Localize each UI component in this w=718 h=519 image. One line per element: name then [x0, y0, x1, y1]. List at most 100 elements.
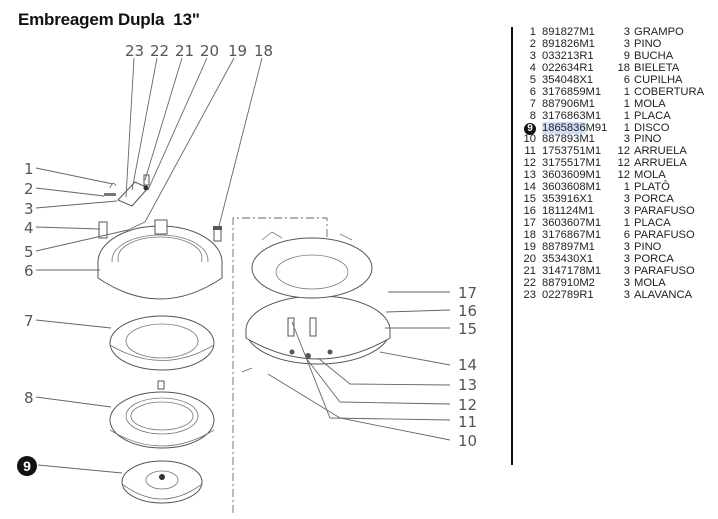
part-9-disc[interactable] — [121, 460, 203, 504]
leader-7 — [35, 319, 112, 329]
leader-2 — [35, 187, 105, 197]
part-code: 887906M1 — [542, 97, 595, 110]
part-number: 14 — [523, 181, 536, 194]
part-desc: PINO — [634, 133, 662, 146]
leader-12 — [305, 357, 451, 405]
part-desc: MOLA — [634, 276, 666, 289]
part-code: 181124M1 — [542, 205, 595, 218]
leader-4 — [35, 226, 101, 230]
part-number: 11 — [524, 145, 536, 158]
part-code: 887910M2 — [542, 276, 595, 289]
leader-3 — [35, 200, 118, 209]
callout-11: 11 — [458, 413, 477, 431]
part-qty: 12 — [617, 157, 630, 170]
leader-18 — [217, 57, 263, 231]
part-qty: 18 — [617, 61, 630, 74]
part-code: 353430X1 — [542, 252, 594, 265]
part-desc: PARAFUSO — [634, 264, 695, 277]
part-code: 1753751M1 — [542, 145, 602, 158]
leader-10 — [267, 373, 451, 441]
part-desc: MOLA — [634, 97, 666, 110]
part-desc: PINO — [634, 37, 662, 50]
exploded-view-diagram: 1 2 3 4 5 6 7 8 23 22 21 20 19 18 17 16 … — [24, 42, 477, 513]
callout-5: 5 — [24, 243, 34, 261]
callout-2: 2 — [24, 180, 34, 198]
part-code: 887897M1 — [542, 240, 595, 253]
part-number: 5 — [529, 73, 536, 86]
part-desc: PORCA — [634, 252, 674, 265]
leader-9 — [37, 464, 123, 474]
part-desc: PLACA — [634, 109, 671, 122]
callout-19: 19 — [228, 42, 247, 60]
part-code: 3176867M1 — [542, 228, 602, 241]
part-number: 7 — [529, 97, 536, 110]
part-number: 18 — [523, 228, 536, 241]
part-7-spring[interactable] — [109, 315, 215, 371]
part-number: 21 — [523, 264, 536, 277]
part-8-plate[interactable] — [109, 380, 215, 449]
part-desc: PARAFUSO — [634, 205, 695, 218]
part-code: 3176863M1 — [542, 109, 602, 122]
part-number: 6 — [529, 85, 536, 98]
part-code: 3147178M1 — [542, 264, 602, 277]
leader-23 — [125, 57, 135, 198]
part-number: 16 — [523, 205, 536, 218]
part-number: 13 — [523, 169, 536, 182]
part-number: 22 — [523, 276, 536, 289]
leader-5 — [35, 221, 146, 252]
part-desc: ARRUELA — [634, 145, 687, 158]
part-number: 4 — [529, 61, 536, 74]
part-number: 12 — [523, 157, 536, 170]
pressure-plate-assembly[interactable] — [245, 231, 391, 365]
part-qty: 3 — [623, 133, 630, 146]
callout-14: 14 — [458, 356, 477, 374]
part-qty: 12 — [617, 145, 630, 158]
leader-20 — [147, 57, 208, 191]
list-divider — [511, 27, 513, 465]
part-number: 3 — [529, 49, 536, 62]
part-qty: 1 — [623, 217, 630, 229]
part-10-pin[interactable] — [241, 367, 253, 373]
assembly-boundary-line — [232, 217, 328, 513]
callout-1: 1 — [24, 160, 34, 178]
part-18-bolt[interactable] — [213, 226, 222, 242]
part-number: 10 — [523, 133, 536, 146]
part-desc: PINO — [634, 240, 662, 253]
part-qty: 3 — [623, 252, 630, 265]
leader-1 — [35, 167, 114, 185]
part-qty: 1 — [623, 181, 630, 194]
selected-text: 1865836 — [542, 121, 586, 134]
leader-14 — [379, 351, 451, 366]
part-qty: 1 — [623, 121, 630, 134]
part-qty: 3 — [623, 193, 630, 206]
part-code: 3603609M1 — [542, 169, 602, 182]
part-desc: GRAMPO — [634, 26, 684, 38]
callout-4: 4 — [24, 219, 34, 237]
callout-13: 13 — [458, 376, 477, 394]
part-code: 3175517M1 — [542, 157, 602, 170]
callout-7: 7 — [24, 312, 34, 330]
part-code: 3603608M1 — [542, 181, 602, 194]
part-code: 354048X1 — [542, 73, 594, 86]
part-code[interactable]: 1865836M91 — [542, 121, 608, 134]
callout-10: 10 — [458, 432, 477, 450]
part-qty: 1 — [623, 85, 630, 98]
part-number: 17 — [523, 217, 536, 229]
callout-15: 15 — [458, 320, 477, 338]
part-6-cover[interactable] — [97, 219, 223, 300]
part-qty: 3 — [623, 37, 630, 50]
callout-9-highlighted[interactable]: 9 — [17, 456, 37, 476]
part-qty: 3 — [623, 26, 630, 38]
part-desc: PORCA — [634, 193, 674, 206]
part-qty: 6 — [623, 228, 630, 241]
callout-8: 8 — [24, 389, 34, 407]
callout-20: 20 — [200, 42, 219, 60]
callout-18: 18 — [254, 42, 273, 60]
part-code: 891826M1 — [542, 37, 595, 50]
callout-12: 12 — [458, 396, 477, 414]
part-number: 23 — [523, 288, 536, 301]
part-number: 15 — [523, 193, 536, 206]
part-qty: 1 — [623, 97, 630, 110]
part-number: 20 — [523, 252, 536, 265]
part-number: 19 — [523, 240, 536, 253]
